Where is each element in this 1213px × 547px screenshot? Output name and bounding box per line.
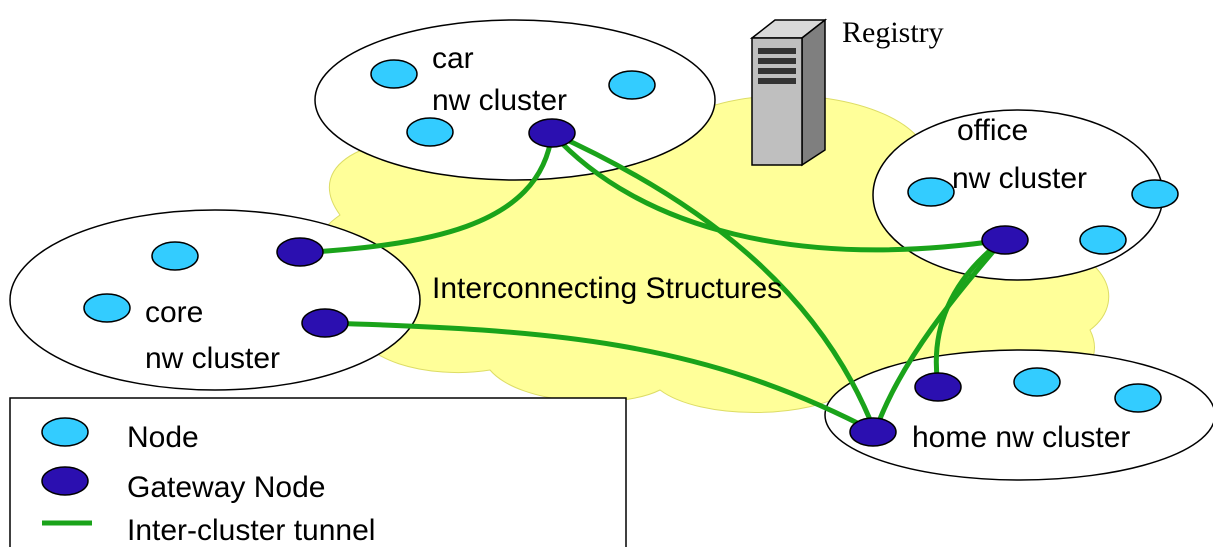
node (1131, 179, 1179, 209)
tunnel-car-office (550, 131, 1004, 253)
node (1079, 225, 1127, 255)
gateway-node (981, 225, 1029, 255)
tunnel-car-home (550, 130, 878, 433)
node (151, 241, 199, 271)
node (406, 117, 454, 147)
core-cluster-label-line1: core (145, 296, 203, 329)
node (83, 293, 131, 323)
tunnel-core-home (326, 320, 877, 435)
tunnel-office-home-b (933, 238, 1005, 386)
office-cluster-label-line1: office (957, 114, 1028, 147)
legend-box (9, 397, 627, 547)
node (1013, 367, 1061, 397)
node (608, 70, 656, 100)
node (1114, 383, 1162, 413)
gateway-node (276, 237, 324, 267)
tunnel-office-home-a (872, 238, 1005, 433)
core-cluster-label-line2: nw cluster (145, 342, 280, 375)
node (370, 59, 418, 89)
tunnel-core-car (299, 132, 555, 256)
cloud-label: Interconnecting Structures (432, 272, 782, 305)
gateway-node (528, 118, 576, 148)
legend-gateway-swatch (41, 466, 89, 496)
legend-node-label: Node (127, 421, 199, 454)
legend-node-swatch (41, 417, 89, 447)
legend: Node Gateway Node Inter-cluster tunnel (9, 397, 627, 547)
server-icon (749, 18, 828, 167)
node (907, 177, 955, 207)
home-cluster-label: home nw cluster (912, 421, 1130, 454)
legend-gateway-label: Gateway Node (127, 471, 325, 504)
gateway-node (301, 308, 349, 338)
car-cluster-label-line2: nw cluster (432, 84, 567, 117)
car-cluster-label-line1: car (432, 42, 474, 75)
tunnels (299, 130, 1005, 435)
gateway-node (914, 372, 962, 402)
gateway-node (849, 417, 897, 447)
office-cluster-label-line2: nw cluster (952, 162, 1087, 195)
registry-label: Registry (842, 16, 944, 49)
legend-tunnel-label: Inter-cluster tunnel (127, 514, 375, 547)
